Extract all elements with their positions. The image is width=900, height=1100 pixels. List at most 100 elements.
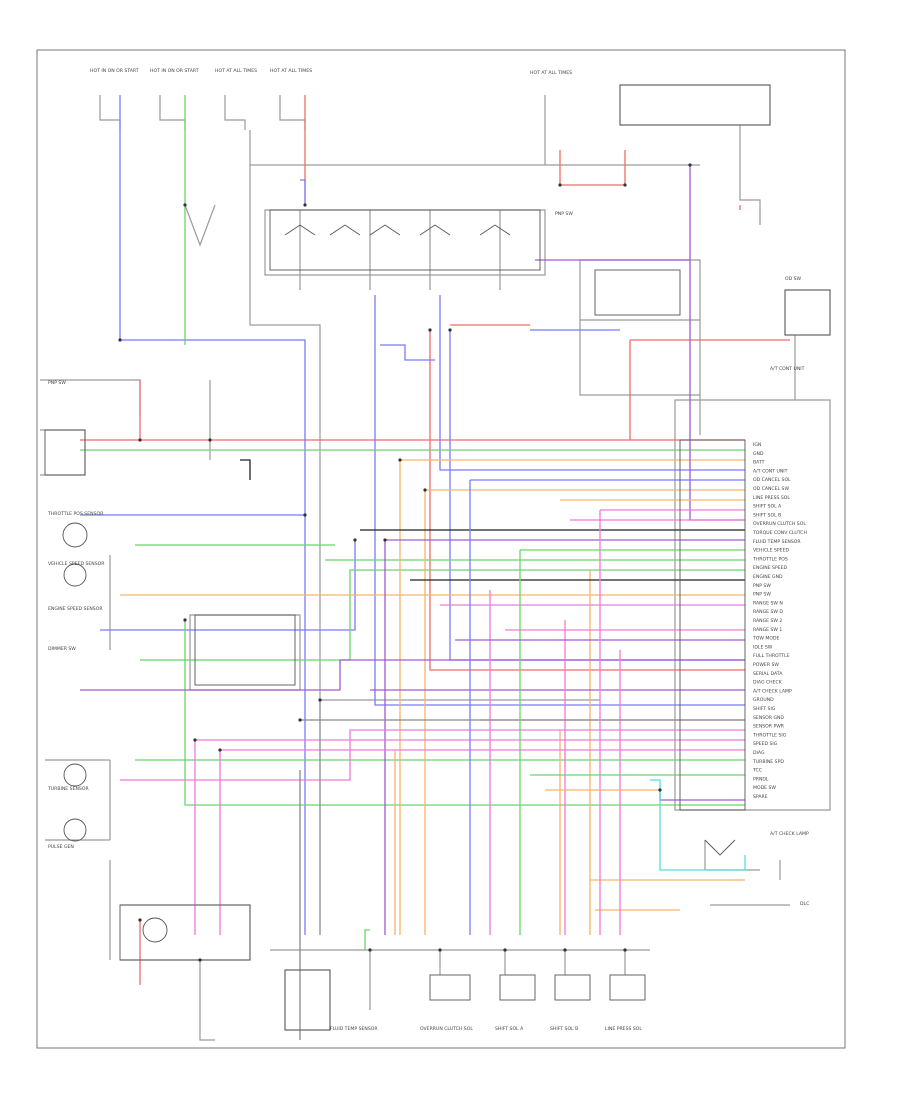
green-wire [364, 929, 370, 950]
connector-dot [208, 438, 212, 442]
connector-dot [198, 958, 202, 962]
ecu-pin-label: THROTTLE SIG [752, 732, 787, 738]
engine-speed-sensor [63, 563, 87, 587]
connector-dot [658, 788, 662, 792]
component-label: ENGINE SPEED SENSOR [48, 606, 103, 612]
pulse-generator [63, 818, 87, 842]
component-label: PNP SW [555, 211, 573, 217]
orange-wire [589, 570, 745, 935]
connector-dot [218, 748, 222, 752]
connector-dot [383, 538, 387, 542]
ecu-pin-label: FULL THROTTLE [753, 653, 790, 659]
ecu-pin-label: SERIAL DATA [753, 671, 783, 677]
ecu-pin-label: IGN [753, 442, 761, 448]
ecu-pin-label: POWER SW [753, 662, 779, 668]
ecu-pin-label: TCC [752, 768, 762, 774]
fuse-label: HOT IN ON OR START [150, 68, 199, 74]
connector-dot [623, 183, 627, 187]
green-wire [519, 549, 745, 935]
fuse-label: HOT AT ALL TIMES [270, 68, 312, 74]
component-label: A/T CHECK LAMP [770, 831, 809, 837]
ecu-pin-label: VEHICLE SPEED [753, 548, 789, 554]
connector-dot [623, 948, 627, 952]
purple-wire [659, 790, 745, 801]
connector-dot [318, 698, 322, 702]
connector-dot [118, 338, 122, 342]
ecu-pin-label: SPEED SIG [753, 741, 778, 747]
connector-dot [398, 458, 402, 462]
dimmer-switch-box [44, 429, 86, 476]
ecu-pin-label: SHIFT SOL A [753, 504, 782, 510]
ecu-pin-label: A/T CONT UNIT [753, 468, 788, 474]
connector-dot [688, 163, 692, 167]
blue-wire [449, 330, 745, 661]
ecu-pin-label: OD CANCEL SOL [753, 477, 791, 483]
connector-dot [448, 328, 452, 332]
solenoid-line-pressure [609, 974, 646, 1001]
red-wire [629, 339, 790, 440]
tcm-connector-block [679, 439, 746, 811]
blue-wire [380, 344, 435, 361]
ecu-pin-label: PRNDL [753, 776, 769, 782]
connector-dot [183, 618, 187, 622]
connector-dot [303, 513, 307, 517]
ecu-pin-label: GND [753, 451, 764, 457]
ecu-pin-label: SENSOR GND [753, 715, 784, 721]
ecu-pin-label: PNP SW [753, 583, 771, 589]
component-label: DIMMER SW [48, 646, 76, 652]
ecu-pin-label: RANGE SW N [753, 600, 783, 606]
solenoid-overrun [429, 974, 471, 1001]
component-label: THROTTLE POS SENSOR [47, 511, 104, 517]
diagram-frame [36, 49, 846, 1049]
connector-dot [563, 948, 567, 952]
ecu-pin-label: A/T CHECK LAMP [753, 688, 792, 694]
ecu-pin-label: BATT [753, 460, 765, 466]
ecu-pin-label: TURBINE SPD [752, 759, 784, 765]
pink-wire [120, 729, 745, 781]
ecu-pin-label: FLUID TEMP SENSOR [753, 539, 801, 545]
ecu-pin-label: DIAG [753, 750, 765, 756]
ecu-pin-label: RANGE SW 2 [753, 618, 782, 624]
connector-dot [298, 718, 302, 722]
ignition-relay-box [619, 84, 771, 126]
ecu-pin-label: ENGINE SPEED [753, 565, 788, 571]
blue-wire [469, 479, 745, 935]
solenoid-label: SHIFT SOL B [550, 1026, 578, 1032]
ecu-pin-label: RANGE SW 1 [753, 627, 782, 633]
pink-wire [219, 749, 745, 935]
blue-wire [119, 95, 306, 935]
solenoid-label: SHIFT SOL A [495, 1026, 524, 1032]
connector-dot [428, 328, 432, 332]
green-wire [184, 620, 745, 806]
blue-wire [439, 295, 745, 471]
connector-dot [138, 438, 142, 442]
od-cancel-switch-box [194, 614, 296, 686]
cyan-wire [650, 779, 746, 871]
ecu-pin-label: SENSOR PWR [753, 724, 785, 730]
ecu-pin-label: THROTTLE POS [752, 556, 788, 562]
purple-wire [689, 165, 745, 521]
turbine-sensor [63, 763, 87, 787]
ecu-pin-label: OVERRUN CLUTCH SOL [753, 521, 806, 527]
solenoid-shift-b [554, 974, 591, 1001]
component-label: VEHICLE SPEED SENSOR [48, 561, 105, 567]
ecu-pin-label: IDLE SW [753, 644, 773, 650]
connector-dot-group [118, 163, 692, 962]
connector-dot [138, 918, 142, 922]
solenoid-label: LINE PRESS SOL [605, 1026, 642, 1032]
ecu-pin-label: SHIFT SOL B [753, 512, 781, 518]
connector-dot [368, 948, 372, 952]
connector-dot [423, 488, 427, 492]
solenoid-label: FLUID TEMP SENSOR [330, 1026, 378, 1032]
pink-wire [599, 509, 745, 935]
red-wire [429, 330, 745, 671]
ecu-pin-label: GROUND [753, 697, 774, 703]
blue-wire [300, 179, 306, 205]
ecu-pin-label: TORQUE CONV CLUTCH [752, 530, 807, 536]
ecu-pin-label: SHIFT SIG [753, 706, 776, 712]
solenoid-label: OVERRUN CLUTCH SOL [420, 1026, 473, 1032]
connector-dot [303, 203, 307, 207]
ecu-pin-label: TOW MODE [752, 636, 780, 642]
fuse-label: HOT AT ALL TIMES [215, 68, 257, 74]
